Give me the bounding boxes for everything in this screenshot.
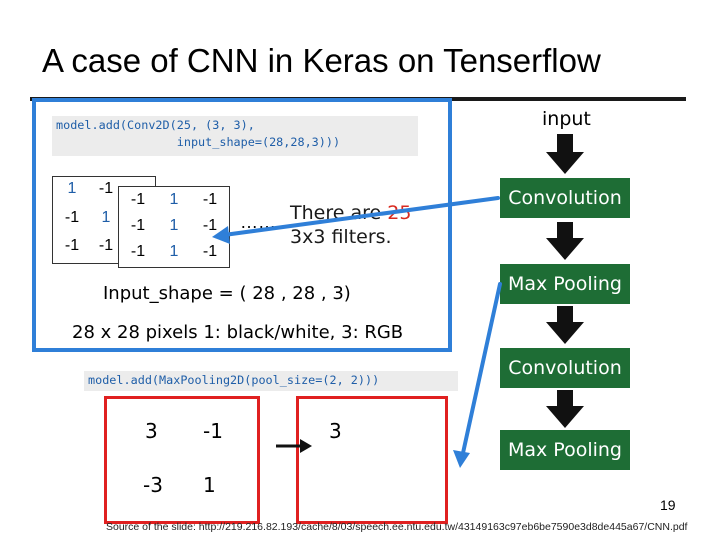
pool-cell: -1 bbox=[203, 419, 223, 443]
pool-cell: -3 bbox=[143, 473, 163, 497]
callout-arrow bbox=[222, 196, 500, 237]
matrix-cell: -1 bbox=[202, 191, 218, 208]
arrow-head-icon bbox=[212, 226, 230, 244]
flow-step-convolution: Convolution bbox=[500, 348, 630, 388]
input-shape-label: Input_shape = ( 28 , 28 , 3) bbox=[103, 283, 351, 304]
matrix-cell: 1 bbox=[169, 243, 179, 260]
source-citation: Source of the slide: http://219.216.82.1… bbox=[106, 521, 688, 533]
down-arrow-icon bbox=[546, 134, 584, 174]
matrix-cell: -1 bbox=[98, 180, 114, 197]
ellipsis: …… bbox=[240, 212, 276, 232]
slide-title: A case of CNN in Keras on Tenserflow bbox=[42, 42, 601, 79]
down-arrow-icon bbox=[546, 306, 584, 344]
matrix-cell: -1 bbox=[130, 243, 146, 260]
pool-cell: 3 bbox=[145, 419, 158, 443]
page-number: 19 bbox=[660, 497, 676, 513]
matrix-cell: 1 bbox=[169, 217, 179, 234]
matrix-cell: -1 bbox=[64, 209, 80, 226]
matrix-cell: 1 bbox=[101, 209, 111, 226]
filter-matrix-front: -1 1 -1 -1 1 -1 -1 1 -1 bbox=[118, 186, 230, 268]
conv2d-code-snippet: model.add(Conv2D(25, (3, 3), input_shape… bbox=[52, 116, 418, 156]
pool-cell: 1 bbox=[203, 473, 216, 497]
down-arrow-icon bbox=[546, 390, 584, 428]
right-arrow-icon bbox=[276, 439, 312, 453]
flow-step-convolution: Convolution bbox=[500, 178, 630, 218]
callout-arrow bbox=[461, 282, 502, 455]
code-line: model.add(MaxPooling2D(pool_size=(2, 2))… bbox=[88, 373, 380, 387]
matrix-cell: -1 bbox=[98, 237, 114, 254]
maxpool-code-snippet: model.add(MaxPooling2D(pool_size=(2, 2))… bbox=[84, 371, 458, 391]
pool-input-box: 3 -1 -3 1 bbox=[104, 396, 260, 524]
matrix-cell: -1 bbox=[202, 217, 218, 234]
arrow-head-icon bbox=[453, 450, 470, 468]
matrix-cell: -1 bbox=[130, 217, 146, 234]
conv-highlight-box bbox=[32, 98, 452, 352]
pool-output-box: 3 bbox=[296, 396, 448, 524]
matrix-cell: -1 bbox=[130, 191, 146, 208]
matrix-cell: 1 bbox=[169, 191, 179, 208]
flow-input-label: input bbox=[542, 108, 591, 130]
filter-desc: 3x3 filters. bbox=[290, 226, 392, 248]
matrix-cell: 1 bbox=[67, 180, 77, 197]
matrix-cell: -1 bbox=[64, 237, 80, 254]
flow-step-max-pooling: Max Pooling bbox=[500, 430, 630, 470]
pixels-note: 28 x 28 pixels 1: black/white, 3: RGB bbox=[72, 322, 404, 343]
down-arrow-icon bbox=[546, 222, 584, 260]
code-line: input_shape=(28,28,3))) bbox=[56, 135, 341, 149]
flow-step-max-pooling: Max Pooling bbox=[500, 264, 630, 304]
matrix-cell: -1 bbox=[202, 243, 218, 260]
code-line: model.add(Conv2D(25, (3, 3), bbox=[56, 118, 255, 132]
pool-output-cell: 3 bbox=[329, 419, 342, 443]
